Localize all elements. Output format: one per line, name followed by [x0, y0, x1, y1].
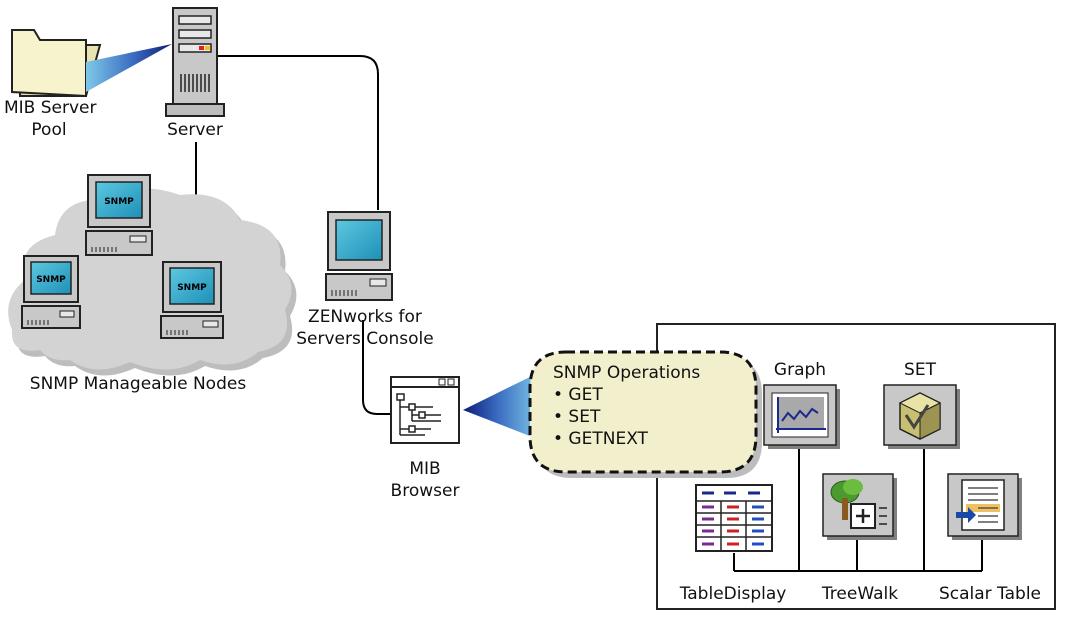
server-to-console-line — [218, 55, 379, 210]
operations-title: SNMP Operations — [553, 363, 701, 383]
snmp-node-computer-2: SNMP — [21, 255, 81, 329]
table-display-icon — [695, 484, 773, 552]
operations-list: SNMP Operations • GET • SET • GETNEXT — [553, 362, 700, 450]
console-computer-icon — [325, 211, 393, 301]
tool-table-display-label: TableDisplay — [679, 584, 787, 604]
set-check-icon — [883, 384, 960, 449]
operation-set: • SET — [553, 407, 601, 427]
scalar-table-icon — [947, 473, 1022, 540]
console-to-browser-line — [362, 320, 392, 415]
cloud-label: SNMP Manageable Nodes — [29, 374, 247, 394]
tools-connector-lines — [733, 442, 983, 572]
console-label-line1: ZENworks for — [308, 307, 422, 327]
mib-browser-label: MIB Browser — [385, 458, 465, 502]
server-label: Server — [167, 120, 223, 140]
tool-scalar-table-label: Scalar Table — [938, 584, 1042, 604]
operation-get: • GET — [553, 385, 603, 405]
mib-browser-label-line1: MIB — [409, 459, 441, 479]
mib-server-pool-line2: Pool — [31, 120, 67, 140]
operation-getnext: • GETNEXT — [553, 429, 648, 449]
tool-tree-walk-label: TreeWalk — [821, 584, 899, 604]
folder-server-beam — [86, 44, 172, 92]
snmp-screen-tag: SNMP — [104, 197, 134, 207]
snmp-screen-tag: SNMP — [36, 275, 66, 285]
tool-graph-label: Graph — [773, 360, 827, 380]
folder-icon — [11, 29, 102, 98]
mib-browser-label-line2: Browser — [390, 481, 460, 501]
console-label-line2: Servers Console — [296, 329, 434, 349]
server-icon — [165, 7, 225, 117]
snmp-node-computer-1: SNMP — [85, 174, 153, 256]
snmp-screen-tag: SNMP — [177, 283, 207, 293]
graph-icon — [763, 384, 840, 449]
mib-browser-icon — [390, 376, 460, 444]
browser-bubble-beam — [463, 372, 540, 440]
snmp-node-computer-3: SNMP — [160, 261, 224, 339]
mib-server-pool-line1: MIB Server — [4, 98, 97, 118]
mib-server-pool-label: MIB Server Pool — [4, 97, 97, 141]
tree-walk-icon — [822, 473, 897, 540]
tool-set-label: SET — [904, 360, 936, 380]
operations-bubble — [528, 350, 758, 474]
console-label: ZENworks for Servers Console — [285, 306, 445, 350]
